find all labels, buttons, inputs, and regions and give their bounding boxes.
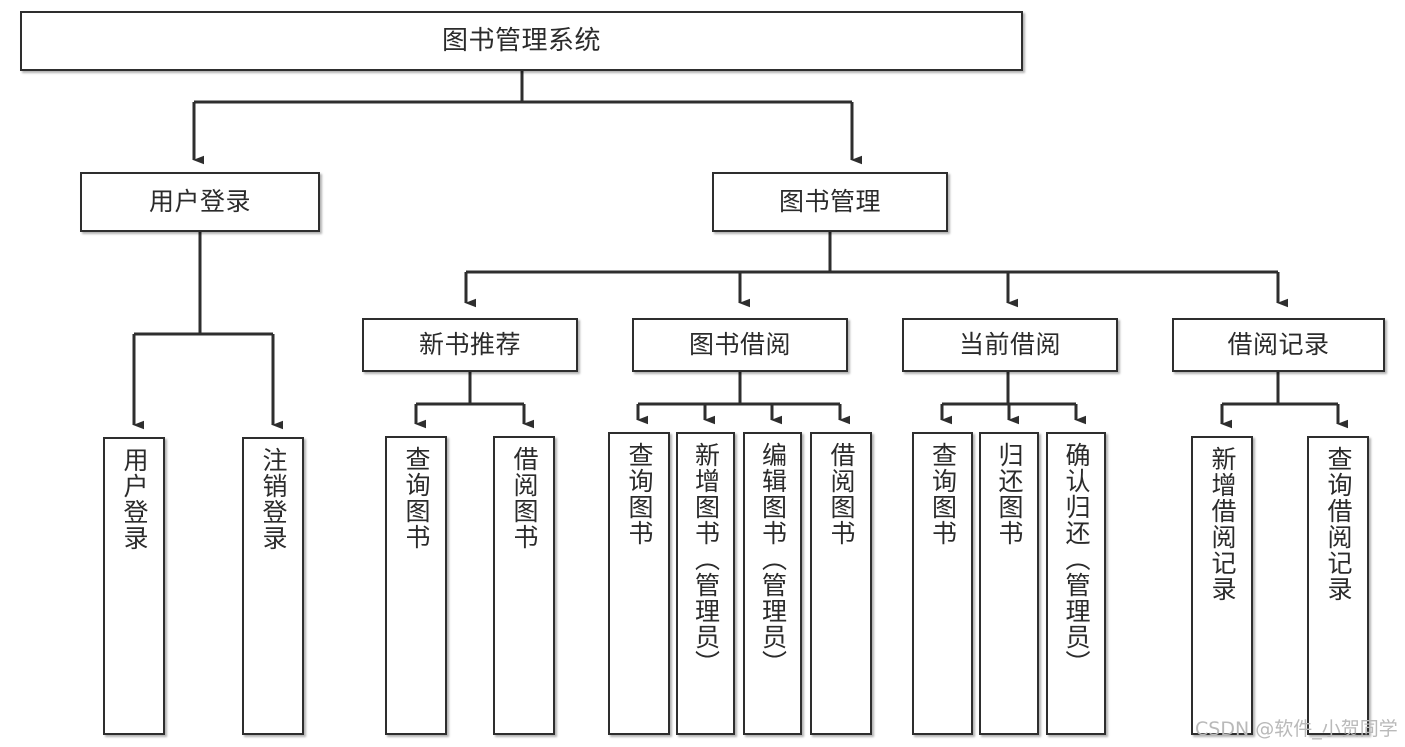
node-leaf-query-book-3[interactable]: 查询图书 [912,432,973,735]
node-leaf-query-record[interactable]: 查询借阅记录 [1307,436,1369,735]
node-leaf-user-login[interactable]: 用户登录 [103,437,165,735]
node-leaf-query-book-2-label: 查询图书 [625,442,654,546]
node-leaf-add-book-label: 新增图书（管理员） [691,442,721,676]
node-leaf-query-book-1[interactable]: 查询图书 [385,436,447,735]
node-leaf-edit-book[interactable]: 编辑图书（管理员） [743,432,802,735]
node-user-login[interactable]: 用户登录 [80,172,320,232]
node-user-login-label: 用户登录 [148,187,251,217]
node-leaf-return-book[interactable]: 归还图书 [979,432,1039,735]
node-leaf-borrow-book-1[interactable]: 借阅图书 [493,436,555,735]
node-leaf-user-login-label: 用户登录 [120,447,149,551]
node-root-system-label: 图书管理系统 [441,25,601,56]
node-current-borrow[interactable]: 当前借阅 [902,318,1118,372]
node-new-book-recommend-label: 新书推荐 [418,330,521,360]
node-book-manage[interactable]: 图书管理 [712,172,948,232]
node-root-system[interactable]: 图书管理系统 [20,11,1023,71]
node-book-manage-label: 图书管理 [778,187,881,217]
node-leaf-edit-book-label: 编辑图书（管理员） [758,442,788,676]
node-leaf-return-book-label: 归还图书 [995,442,1024,546]
node-borrow-record[interactable]: 借阅记录 [1172,318,1385,372]
node-new-book-recommend[interactable]: 新书推荐 [362,318,578,372]
csdn-watermark: CSDN @软件_小贺同学 [1195,718,1398,740]
node-leaf-borrow-book-2[interactable]: 借阅图书 [810,432,872,735]
node-leaf-add-book[interactable]: 新增图书（管理员） [676,432,735,735]
node-leaf-add-record-label: 新增借阅记录 [1208,446,1237,602]
node-borrow-record-label: 借阅记录 [1227,330,1330,360]
node-leaf-query-book-2[interactable]: 查询图书 [608,432,670,735]
node-leaf-confirm-return-label: 确认归还（管理员） [1062,442,1091,676]
node-book-borrow[interactable]: 图书借阅 [632,318,848,372]
node-leaf-query-record-label: 查询借阅记录 [1324,446,1353,602]
node-current-borrow-label: 当前借阅 [958,330,1061,360]
node-leaf-query-book-3-label: 查询图书 [928,442,958,546]
node-leaf-confirm-return[interactable]: 确认归还（管理员） [1046,432,1106,735]
node-leaf-logout-label: 注销登录 [259,447,288,551]
node-leaf-query-book-1-label: 查询图书 [402,446,431,550]
node-leaf-add-record[interactable]: 新增借阅记录 [1191,436,1253,735]
node-leaf-borrow-book-1-label: 借阅图书 [510,446,539,550]
node-leaf-logout[interactable]: 注销登录 [242,437,304,735]
node-leaf-borrow-book-2-label: 借阅图书 [827,442,856,546]
node-book-borrow-label: 图书借阅 [688,330,791,360]
